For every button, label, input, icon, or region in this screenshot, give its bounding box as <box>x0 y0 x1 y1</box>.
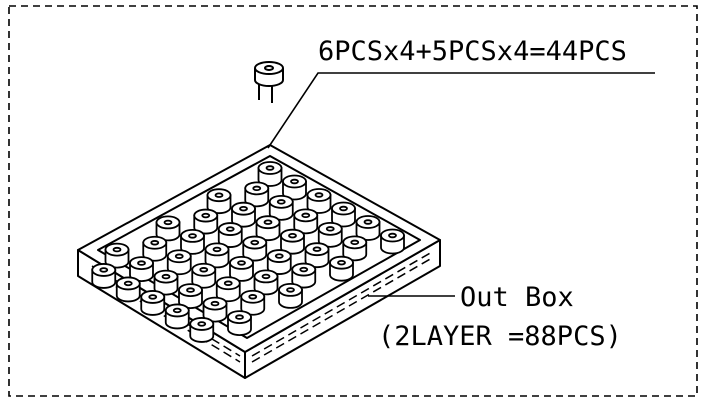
capacitor-29 <box>129 256 154 282</box>
capacitor-9 <box>293 208 319 235</box>
layer-count-label: (2LAYER =88PCS) <box>378 321 622 352</box>
capacitor-28 <box>229 255 254 282</box>
capacitor-36 <box>115 276 141 303</box>
capacitor-3 <box>244 181 270 208</box>
capacitor-38 <box>178 283 203 309</box>
capacitor-42 <box>164 303 190 330</box>
capacitor-5 <box>206 188 232 215</box>
capacitor-2 <box>282 174 307 201</box>
capacitor-12 <box>255 215 281 242</box>
capacitor-35 <box>215 276 241 303</box>
capacitor-7 <box>331 201 356 228</box>
capacitor-grid <box>91 161 405 343</box>
capacitor-37 <box>278 282 303 309</box>
single-component-icon <box>254 61 284 103</box>
capacitor-18 <box>180 228 205 255</box>
capacitor-17 <box>280 228 305 255</box>
capacitor-31 <box>191 262 217 289</box>
capacitor-8 <box>231 201 256 228</box>
capacitor-39 <box>240 289 266 316</box>
capacitor-30 <box>291 262 317 289</box>
capacitor-16 <box>380 228 405 255</box>
capacitor-15 <box>217 222 243 248</box>
capacitor-44 <box>189 317 215 343</box>
capacitor-26 <box>166 249 192 276</box>
capacitor-22 <box>304 242 330 269</box>
out-box-label: Out Box <box>460 282 574 313</box>
capacitor-33 <box>253 269 279 296</box>
capacitor-21 <box>142 235 168 262</box>
capacitor-27 <box>329 255 354 282</box>
capacitor-41 <box>202 296 228 323</box>
capacitor-11 <box>355 215 381 241</box>
capacitor-6 <box>268 194 294 221</box>
quantity-leader-line <box>267 72 655 149</box>
capacitor-24 <box>104 242 130 269</box>
capacitor-34 <box>153 269 179 296</box>
capacitor-32 <box>91 263 117 289</box>
capacitor-25 <box>266 249 292 275</box>
capacitor-14 <box>317 221 343 248</box>
capacitor-40 <box>140 290 166 316</box>
capacitor-43 <box>227 310 252 336</box>
capacitor-23 <box>204 242 230 269</box>
capacitor-19 <box>342 235 368 262</box>
capacitor-4 <box>306 188 332 214</box>
capacitor-13 <box>155 215 181 242</box>
capacitor-20 <box>242 235 268 262</box>
quantity-label: 6PCSx4+5PCSx4=44PCS <box>318 36 627 67</box>
capacitor-10 <box>193 208 219 235</box>
capacitor-1 <box>257 161 283 187</box>
dashed-frame <box>8 5 698 397</box>
